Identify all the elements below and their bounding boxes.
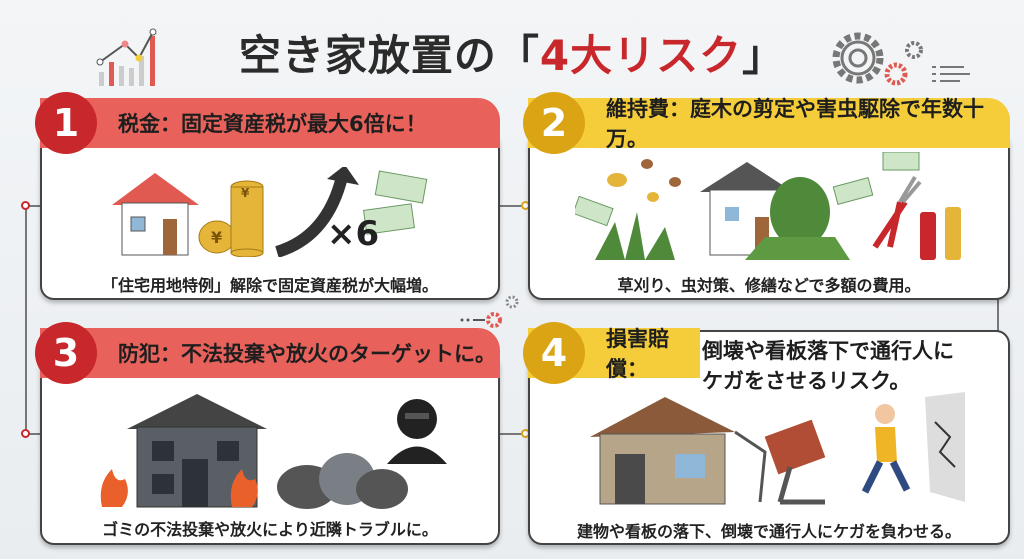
- risk-panel-4: 倒壊や看板落下で通行人に ケガをさせるリスク。 建物や看板の落下、倒壊で通行人に…: [528, 330, 1010, 545]
- risk-2-number: 2: [523, 92, 585, 154]
- center-gears-icon: [460, 295, 519, 328]
- risk-1-caption: 「住宅用地特例」解除で固定資産税が大幅増。: [101, 276, 438, 295]
- risk-2-caption: 草刈り、虫対策、修繕などで多額の費用。: [617, 276, 921, 295]
- risk-1-number: 1: [35, 92, 97, 154]
- risk-3-number: 3: [35, 322, 97, 384]
- risk-4-number: 4: [523, 322, 585, 384]
- risk-panel-3: ゴミの不法投棄や放火により近隣トラブルに。: [40, 352, 500, 545]
- connector-right: [997, 205, 999, 435]
- risk-4-heading-text: 倒壊や看板落下で通行人に ケガをさせるリスク。: [702, 339, 954, 393]
- connector-left: [25, 205, 27, 435]
- multiplier-label: ×6: [327, 214, 380, 254]
- page-title: 空き家放置の「4大リスク」: [238, 31, 786, 80]
- risk-panel-2: 草刈り、虫対策、修繕などで多額の費用。: [528, 130, 1010, 300]
- overgrown-house-illustration: [575, 152, 961, 260]
- risk-3-caption: ゴミの不法投棄や放火により近隣トラブルに。: [102, 520, 438, 539]
- risk-1-header: 税金：固定資産税が最大6倍に！: [40, 98, 500, 148]
- abandoned-house-illustration: [100, 394, 447, 509]
- risk-panel-1: ¥¥ ×6 「住宅用地特例」解除で固定資産税が大幅増。: [40, 130, 500, 300]
- risk-2-header: 維持費：庭木の剪定や害虫駆除で年数十万。: [528, 97, 1010, 151]
- chart-icon: [96, 28, 157, 86]
- svg-text:¥: ¥: [211, 228, 222, 247]
- risk-3-header: 防犯：不法投棄や放火のターゲットに。: [40, 328, 500, 378]
- risk-4-caption: 建物や看板の落下、倒壊で通行人にケガを負わせる。: [576, 522, 961, 541]
- collapsing-house-illustration: [590, 392, 965, 505]
- svg-text:¥: ¥: [241, 186, 250, 200]
- house-coins-illustration: ¥¥: [112, 167, 428, 257]
- gears-icon: [832, 32, 970, 86]
